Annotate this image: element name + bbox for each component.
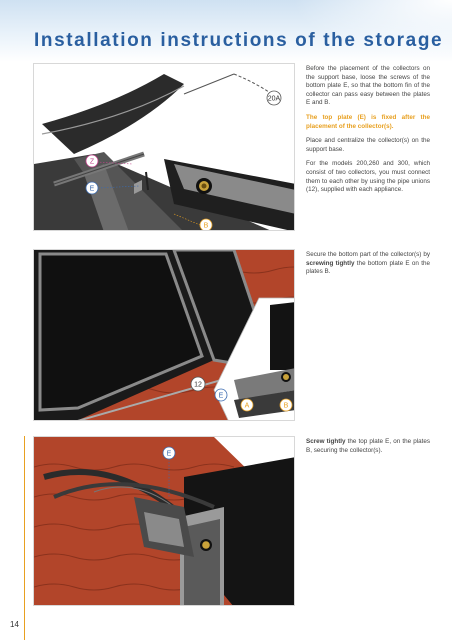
step-1-text: Before the placement of the collectors o… <box>306 65 430 201</box>
step-2-illustration: 12 E A B <box>33 249 295 421</box>
callout-a: A <box>240 398 254 412</box>
step-3-text-end: the top plate E, on the plates B, securi… <box>306 438 430 454</box>
svg-text:B: B <box>204 223 209 230</box>
callout-e: E <box>85 181 140 195</box>
step-3-illustration: E <box>33 436 295 606</box>
step-1-note: The top plate (E) is fixed after the pla… <box>306 113 430 130</box>
svg-text:Z: Z <box>90 159 95 166</box>
callout-e: E <box>162 446 176 497</box>
page-marker-line <box>24 616 25 640</box>
callout-20a: 20A <box>266 90 282 106</box>
page-number: 14 <box>10 620 19 629</box>
callout-z: Z <box>85 154 133 168</box>
step-2-text: Secure the bottom part of the collector(… <box>306 251 430 283</box>
step-3-bold: Screw tightly <box>306 438 346 445</box>
step-1-illustration: 20A Z E B <box>33 63 295 231</box>
step-1-paragraph-1: Before the placement of the collectors o… <box>306 65 430 107</box>
callout-12: 12 <box>190 376 206 392</box>
svg-text:E: E <box>219 393 224 400</box>
page-title: Installation instructions of the storage <box>34 30 444 51</box>
step-3-text: Screw tightly the top plate E, on the pl… <box>306 438 430 461</box>
step-1-paragraph-3: Place and centralize the collector(s) on… <box>306 137 430 153</box>
step-1-paragraph-4: For the models 200,260 and 300, which co… <box>306 160 430 194</box>
callout-e: E <box>214 388 228 402</box>
header-band <box>0 0 452 62</box>
svg-text:20A: 20A <box>268 96 281 103</box>
step-2-text-start: Secure the bottom part of the collector(… <box>306 251 430 258</box>
callout-b: B <box>173 213 213 230</box>
svg-text:12: 12 <box>194 382 202 389</box>
step-3-paragraph: Screw tightly the top plate E, on the pl… <box>306 438 430 455</box>
side-accent-line <box>24 436 25 616</box>
svg-text:A: A <box>245 403 250 410</box>
svg-text:B: B <box>284 403 289 410</box>
callout-b: B <box>279 398 293 412</box>
step-2-bold: screwing tightly <box>306 259 355 267</box>
svg-text:E: E <box>90 186 95 193</box>
svg-text:E: E <box>167 451 172 458</box>
step-2-text-end: the bottom plate E on the plates B. <box>306 259 430 276</box>
step-2-paragraph: Secure the bottom part of the collector(… <box>306 251 430 277</box>
